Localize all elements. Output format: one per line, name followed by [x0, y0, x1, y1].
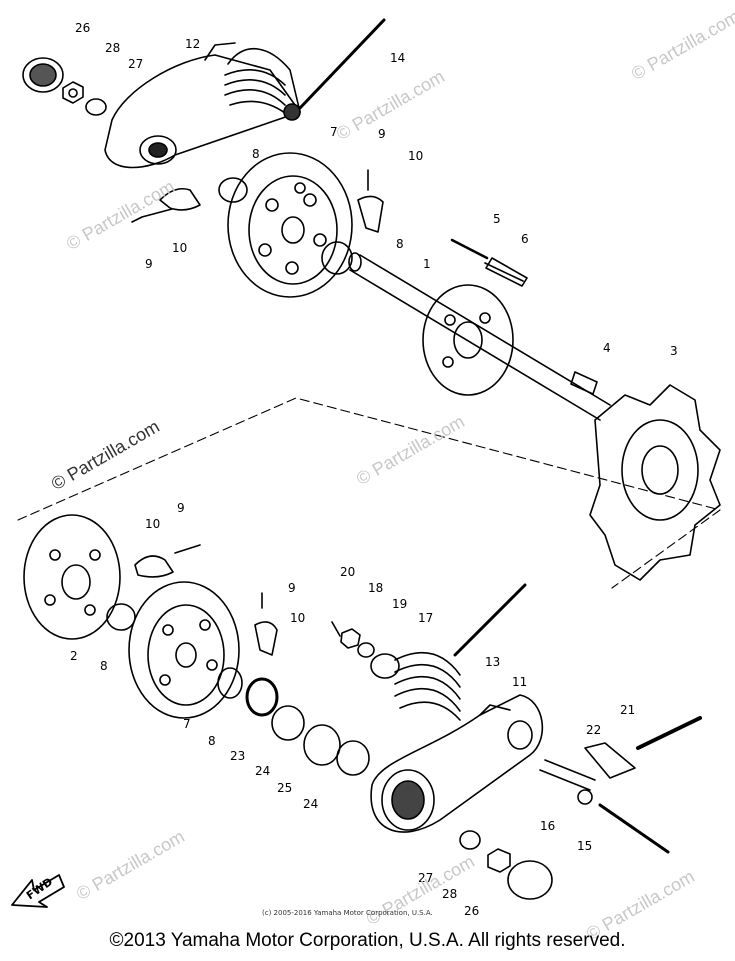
fwd-label: FWD: [24, 875, 55, 902]
nut-18: [340, 628, 361, 649]
callout-2: 2: [70, 649, 78, 663]
tension-arm-11: [370, 694, 544, 833]
callout-4: 4: [603, 341, 611, 355]
spring-13: [394, 583, 527, 721]
callout-24-b: 24: [303, 797, 318, 811]
drive-shaft-1: [348, 252, 611, 421]
callout-10-upper-a: 10: [172, 241, 187, 255]
shaft-16: [539, 759, 596, 791]
callout-10-lower-b: 10: [290, 611, 305, 625]
nut-28-lower: [487, 848, 511, 873]
callout-18: 18: [368, 581, 383, 595]
bracket-10-lower-left: [134, 555, 174, 578]
callout-13: 13: [485, 655, 500, 669]
fwd-arrow-icon: [11, 874, 65, 908]
washer-27-upper: [85, 98, 107, 116]
bolt-9-lower-left: [174, 544, 201, 554]
callout-9-upper-b: 9: [378, 127, 386, 141]
callout-19: 19: [392, 597, 407, 611]
callout-28-lower: 28: [442, 887, 457, 901]
callout-7-upper: 7: [330, 125, 338, 139]
idler-wheel-7-lower: [128, 581, 240, 719]
callout-8-lower-a: 8: [100, 659, 108, 673]
callout-25: 25: [277, 781, 292, 795]
bolt-15: [598, 803, 670, 854]
callout-26-upper: 26: [75, 21, 90, 35]
sprocket-plate: [422, 284, 514, 396]
callout-16: 16: [540, 819, 555, 833]
callout-7-lower: 7: [183, 717, 191, 731]
collar-6: [484, 257, 528, 287]
callout-27-upper: 27: [128, 57, 143, 71]
bracket-10-lower-right: [254, 621, 278, 656]
callout-12: 12: [185, 37, 200, 51]
cotter-20: [331, 621, 341, 637]
callout-8-lower-b: 8: [208, 734, 216, 748]
callout-6: 6: [521, 232, 529, 246]
snap-ring-24-a: [271, 705, 305, 741]
callout-22: 22: [586, 723, 601, 737]
cap-26-upper: [22, 57, 64, 93]
callout-3: 3: [670, 344, 678, 358]
plate-2: [23, 514, 121, 640]
callout-24-a: 24: [255, 764, 270, 778]
bolt-21: [636, 716, 702, 750]
callout-8-upper-a: 8: [252, 147, 260, 161]
tension-arm-12: [104, 42, 301, 169]
plate-17: [370, 653, 400, 679]
cap-26-lower: [507, 860, 553, 900]
copyright-notice: ©2013 Yamaha Motor Corporation, U.S.A. A…: [109, 930, 626, 951]
callout-11: 11: [512, 675, 527, 689]
bracket-10-upper-left: [159, 187, 201, 211]
bracket-22: [584, 742, 636, 779]
callout-10-upper-b: 10: [408, 149, 423, 163]
circlip-8-lower-left: [106, 603, 136, 631]
washer-15: [577, 789, 593, 805]
small-copyright: (c) 2005-2016 Yamaha Motor Corporation, …: [262, 909, 433, 917]
snap-ring-24-b: [336, 740, 370, 776]
washer-19: [357, 642, 375, 658]
callout-20: 20: [340, 565, 355, 579]
callout-28-upper: 28: [105, 41, 120, 55]
callout-17: 17: [418, 611, 433, 625]
bracket-10-upper-right: [357, 195, 384, 233]
callout-21: 21: [620, 703, 635, 717]
bolt-9-upper-left: [131, 208, 173, 223]
collar-4: [570, 371, 598, 395]
callout-8-upper-b: 8: [396, 237, 404, 251]
callout-10-lower-a: 10: [145, 517, 160, 531]
callout-23: 23: [230, 749, 245, 763]
circlip-8-upper-right: [321, 241, 353, 275]
bolt-5: [450, 238, 489, 260]
callout-1: 1: [423, 257, 431, 271]
rod-14: [298, 18, 386, 110]
assembly-divider: [17, 397, 721, 589]
callout-9-upper-a: 9: [145, 257, 153, 271]
callout-15: 15: [577, 839, 592, 853]
bearing-23: [245, 677, 279, 717]
callout-14: 14: [390, 51, 405, 65]
spacer-25: [303, 724, 341, 766]
nut-28-upper: [62, 81, 84, 104]
callout-5: 5: [493, 212, 501, 226]
circlip-8-lower-right: [217, 667, 243, 699]
circlip-8-upper-left: [218, 177, 248, 203]
callout-27-lower: 27: [418, 871, 433, 885]
callout-9-lower-a: 9: [177, 501, 185, 515]
washer-27-lower: [459, 830, 481, 850]
drive-sprocket-3: [589, 384, 721, 581]
callout-26-lower: 26: [464, 904, 479, 918]
idler-wheel-7-upper: [227, 152, 353, 298]
callout-9-lower-b: 9: [288, 581, 296, 595]
